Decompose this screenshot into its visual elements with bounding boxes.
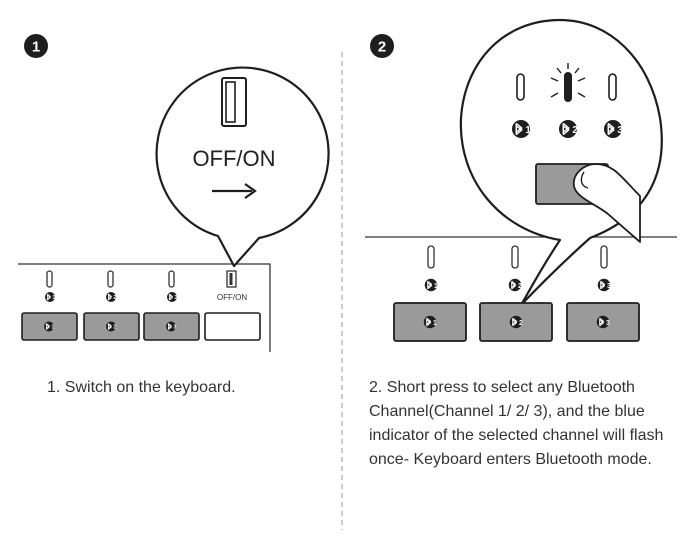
zoom-callout — [155, 66, 330, 268]
step-1-caption: 1. Switch on the keyboard. — [47, 379, 236, 396]
step-1-number: 1 — [32, 39, 40, 56]
zoom-led-3 — [608, 73, 617, 101]
led-1-b — [427, 245, 435, 269]
led-1 — [46, 270, 53, 288]
key-2-number-b: 2 — [519, 320, 523, 327]
small-switch-label: OFF/ON — [217, 293, 247, 302]
zoom-channel-2-number: 2 — [572, 125, 578, 136]
zoom-channel-3-number: 3 — [617, 125, 623, 136]
key-2-bluetooth-icon: 2 — [106, 321, 116, 332]
zoom-led-2-flashing — [564, 72, 572, 102]
channel-1-key[interactable]: 1 — [21, 312, 78, 341]
step-2-badge — [370, 34, 394, 58]
toggle-switch-icon — [221, 77, 247, 127]
led-2-b — [511, 245, 519, 269]
led-2 — [107, 270, 114, 288]
led-3 — [168, 270, 175, 288]
key-3-number-b: 3 — [606, 320, 610, 327]
key-1-number: 1 — [51, 325, 54, 331]
right-arrow-icon — [212, 183, 257, 199]
switch-label: OFF/ON — [192, 146, 275, 171]
led-3-b — [600, 245, 608, 269]
channel-3-bluetooth-icon-b: 3 — [597, 278, 611, 292]
key-3-number: 3 — [173, 325, 176, 331]
key-2-number: 2 — [113, 325, 116, 331]
zoom-channel-1-number: 1 — [525, 125, 531, 136]
key-1-number-b: 1 — [433, 320, 437, 327]
channel-3-key[interactable]: 3 — [143, 312, 200, 341]
channel-1-key-b[interactable]: 1 — [393, 302, 467, 342]
channel-1-bluetooth-icon-b: 1 — [424, 278, 438, 292]
zoom-channel-2-bluetooth-icon: 2 — [559, 120, 578, 138]
key-3-bluetooth-icon-b: 3 — [596, 315, 610, 329]
finger-press-icon — [572, 163, 641, 243]
zoom-callout-2 — [459, 18, 663, 307]
flash-rays — [550, 63, 586, 98]
channel-3-key-b[interactable]: 3 — [566, 302, 640, 342]
channel-2-number: 2 — [113, 295, 116, 301]
channel-3-bluetooth-icon: 3 — [167, 292, 177, 302]
key-1-bluetooth-icon-b: 1 — [423, 315, 437, 329]
zoom-led-1 — [516, 73, 525, 101]
step-2-number: 2 — [378, 39, 386, 56]
channel-2-bluetooth-icon: 2 — [106, 292, 116, 302]
zoom-channel-3-bluetooth-icon: 3 — [604, 120, 623, 138]
channel-1-number-b: 1 — [434, 283, 438, 290]
channel-1-number: 1 — [52, 295, 55, 301]
small-toggle-knob — [229, 273, 233, 285]
step-1-badge — [24, 34, 48, 58]
channel-3-number-b: 3 — [607, 283, 611, 290]
channel-2-bluetooth-icon-b: 2 — [508, 278, 522, 292]
key-2-bluetooth-icon-b: 2 — [509, 315, 523, 329]
channel-2-number-b: 2 — [518, 283, 522, 290]
channel-2-key[interactable]: 2 — [83, 312, 140, 341]
channel-3-number: 3 — [174, 295, 177, 301]
keyboard-body — [18, 263, 271, 352]
key-1-bluetooth-icon: 1 — [44, 321, 54, 332]
power-switch-key[interactable] — [204, 312, 261, 341]
key-3-bluetooth-icon: 3 — [166, 321, 176, 332]
channel-1-bluetooth-icon: 1 — [45, 292, 55, 302]
step-1-panel: 1 OFF/ON 1 2 3 O — [18, 34, 330, 352]
zoom-channel-1-bluetooth-icon: 1 — [512, 120, 531, 138]
channel-2-key-b[interactable]: 2 — [479, 302, 553, 342]
step-2-panel: 2 1 2 3 — [365, 18, 677, 342]
step-2-caption: 2. Short press to select any Bluetooth C… — [369, 379, 664, 468]
